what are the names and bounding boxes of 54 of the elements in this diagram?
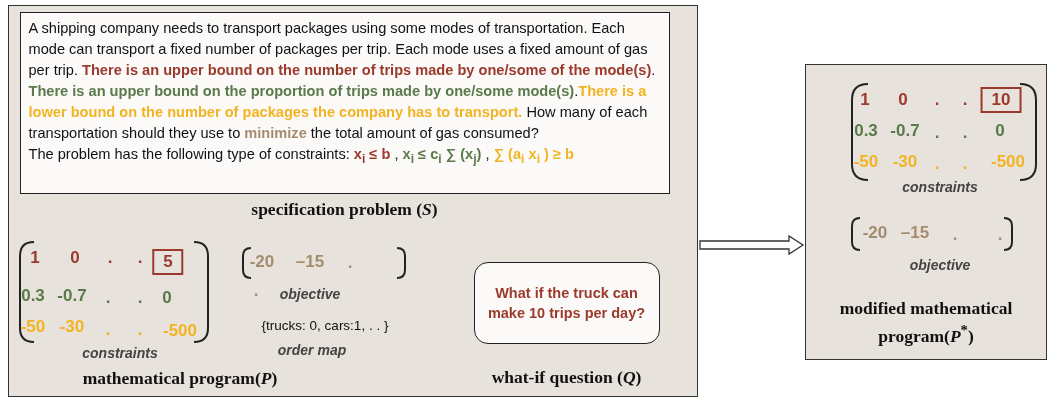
- section-caption: mathematical program(P): [82, 367, 278, 389]
- panel-background: [805, 64, 1047, 360]
- matrix-caption: objective: [279, 286, 341, 302]
- matrix-value: -20: [862, 223, 888, 243]
- highlighted-value: 5: [152, 249, 184, 275]
- matrix-value: -20: [249, 252, 275, 272]
- matrix-caption: constraints: [902, 179, 978, 195]
- matrix-value: .: [962, 154, 968, 174]
- matrix-caption: order map: [277, 342, 347, 358]
- matrix-value: -0.7: [890, 121, 920, 141]
- matrix-value: -50: [853, 152, 879, 172]
- order-map-text: {trucks: 0, cars:1, . . }: [261, 317, 389, 333]
- matrix-value: .: [952, 225, 958, 245]
- matrix-value: .: [107, 248, 113, 268]
- matrix-value: .: [105, 320, 111, 340]
- paragraph: The problem has the following type of constraints: x$_{i}$ ≤ b , x$_{i}$ ≤ c$_{i}$ ∑ (x$_{j}$) , ∑ (a$_{i}$ x$_{i}$ ) ≥ b: [28, 144, 575, 168]
- matrix-value: -30: [892, 152, 918, 172]
- matrix-value: 0: [898, 90, 908, 110]
- matrix-value: .: [105, 288, 111, 308]
- question-text: What if the truck can make 10 trips per day?: [486, 283, 647, 323]
- matrix-value: 0.3: [21, 286, 45, 306]
- matrix-value: 0.3: [854, 121, 878, 141]
- matrix-value: .: [934, 90, 940, 110]
- matrix-value: .: [962, 123, 968, 143]
- matrix-value: -500: [163, 321, 197, 341]
- matrix-caption: constraints: [82, 345, 158, 361]
- matrix-value: .: [137, 248, 143, 268]
- matrix-value: -0.7: [57, 286, 87, 306]
- matrix-value: .: [253, 281, 259, 301]
- highlighted-value: 10: [980, 87, 1022, 113]
- matrix-value: .: [962, 90, 968, 110]
- paragraph: A shipping company needs to transport packages using some modes of transportation. Each mode can transport a fixed number of packages per trip. Each mode uses a fixed amount of gas per trip. There is an upper bound on the number of trips made by one/some of the mode(s). There is an upper bound on the proportion of trips made by one/some mode(s).There is a lower bound on the number of packages the company has to transport. How many of each transportation should they use to minimize the total amount of gas consumed?: [28, 18, 657, 143]
- panel-title: modified mathematical program(P$^{*}$): [838, 297, 1014, 347]
- matrix-caption: objective: [909, 257, 971, 273]
- matrix-value: .: [347, 253, 353, 273]
- matrix-value: –15: [900, 223, 930, 243]
- matrix-value: .: [137, 320, 143, 340]
- matrix-value: -50: [20, 317, 46, 337]
- matrix-value: -30: [59, 317, 85, 337]
- matrix-value: .: [934, 154, 940, 174]
- matrix-value: –15: [295, 252, 325, 272]
- matrix-value: .: [137, 288, 143, 308]
- matrix-value: 1: [860, 90, 870, 110]
- matrix-value: -500: [991, 152, 1025, 172]
- arrow: [699, 234, 805, 256]
- panel-background: [8, 5, 698, 397]
- matrix-value: .: [997, 225, 1003, 245]
- section-caption: what-if question (Q): [491, 366, 642, 387]
- matrix-value: 0: [70, 248, 80, 268]
- matrix-value: .: [934, 123, 940, 143]
- matrix-value: 0: [995, 121, 1005, 141]
- matrix-value: 0: [162, 288, 172, 308]
- section-caption: specification problem (S): [251, 198, 438, 220]
- matrix-value: 1: [30, 248, 40, 268]
